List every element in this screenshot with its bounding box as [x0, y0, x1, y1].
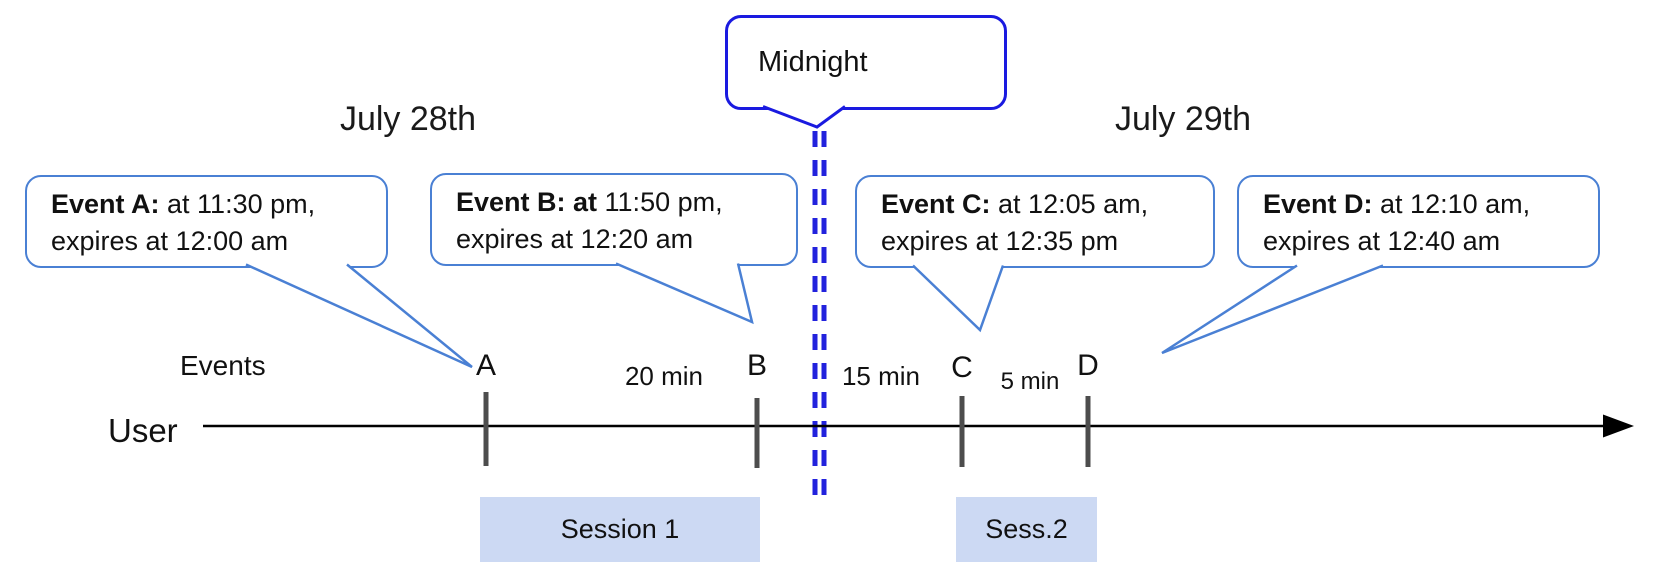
- callout-event-c: Event C: at 12:05 am, expires at 12:35 p…: [855, 175, 1215, 268]
- interval-15min: 15 min: [841, 361, 921, 391]
- event-b-line1: Event B: at 11:50 pm,: [456, 187, 723, 217]
- callout-event-b: Event B: at 11:50 pm, expires at 12:20 a…: [430, 173, 798, 266]
- arrowhead-icon: [1603, 414, 1634, 438]
- tick-label-c: C: [951, 351, 973, 384]
- user-axis-label: User: [108, 412, 178, 449]
- callout-event-d: Event D: at 12:10 am, expires at 12:40 a…: [1237, 175, 1600, 268]
- tail-event-d: [1161, 264, 1384, 355]
- session-1-label: Session 1: [560, 514, 680, 544]
- tick-label-b: B: [746, 349, 767, 382]
- event-a-line2: expires at 12:00 am: [51, 226, 289, 256]
- event-b-line2: expires at 12:20 am: [456, 224, 694, 254]
- tail-event-b: [615, 262, 754, 325]
- date-july-28: July 28th: [339, 100, 477, 138]
- event-a-line1: Event A: at 11:30 pm,: [51, 189, 316, 219]
- event-d-line2: expires at 12:40 am: [1263, 226, 1501, 256]
- tail-event-a: [245, 263, 473, 369]
- event-d-line1: Event D: at 12:10 am,: [1263, 189, 1531, 219]
- callout-event-a: Event A: at 11:30 pm, expires at 12:00 a…: [25, 175, 388, 268]
- event-c-line1: Event C: at 12:05 am,: [881, 189, 1149, 219]
- session-2-label: Sess.2: [985, 514, 1068, 544]
- session-1-box: Session 1: [480, 497, 760, 562]
- event-ticks: [483, 392, 1091, 468]
- tick-label-a: A: [475, 349, 496, 382]
- midnight-bubble: Midnight: [725, 15, 1007, 110]
- midnight-dashed-line: [812, 131, 827, 506]
- tick-label-d: D: [1077, 349, 1099, 382]
- callout-tails: [245, 262, 1384, 369]
- interval-5min: 5 min: [1000, 368, 1060, 395]
- user-timeline-axis: [203, 414, 1634, 438]
- midnight-label: Midnight: [758, 46, 868, 78]
- events-axis-label: Events: [180, 350, 266, 381]
- interval-20min: 20 min: [624, 361, 704, 391]
- session-2-box: Sess.2: [956, 497, 1097, 562]
- tail-event-c: [912, 264, 1005, 333]
- date-july-29: July 29th: [1114, 100, 1252, 138]
- event-c-line2: expires at 12:35 pm: [881, 226, 1119, 256]
